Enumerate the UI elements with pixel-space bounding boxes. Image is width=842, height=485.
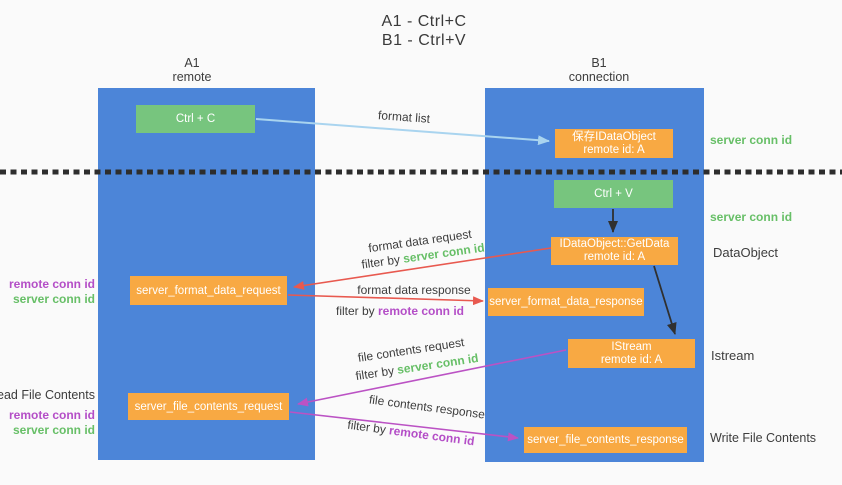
node-save-idataobject: 保存IDataObject remote id: A <box>555 129 673 158</box>
dataobject-label: DataObject <box>713 245 779 260</box>
server-conn-id-label-top: server conn id <box>710 133 793 147</box>
server-conn-id-label: server conn id <box>12 291 95 306</box>
save-idataobject-line2: remote id: A <box>583 143 645 156</box>
istream-line2: remote id: A <box>600 353 663 366</box>
remote-conn-id-label: remote conn id <box>8 277 95 291</box>
node-ctrl-v: Ctrl + V <box>554 180 673 208</box>
diagram-title: A1 - Ctrl+C B1 - Ctrl+V <box>314 12 534 50</box>
istream-label: Istream <box>711 348 755 363</box>
node-server-format-data-response: server_format_data_response <box>488 288 644 316</box>
getdata-line1: IDataObject::GetData <box>559 238 670 250</box>
a1-subtitle: remote <box>172 70 212 84</box>
remote-conn-id-text: remote conn id <box>388 423 476 449</box>
filter-by-text: filter by <box>346 417 391 438</box>
getdata-line2: remote id: A <box>583 251 646 263</box>
a1-name: A1 <box>184 56 200 70</box>
b1-name: B1 <box>591 56 607 70</box>
node-server-file-contents-response: server_file_contents_response <box>524 427 687 453</box>
server-conn-id-label-mid: server conn id <box>710 210 793 224</box>
filter-by-text: filter by <box>360 251 405 272</box>
node-ctrl-c: Ctrl + C <box>136 105 255 133</box>
column-header-a1: A1 remote <box>132 56 252 84</box>
node-server-format-data-request: server_format_data_request <box>130 276 287 305</box>
file-contents-response-label: file contents response <box>368 392 486 422</box>
remote-conn-id-label: remote conn id <box>8 408 95 422</box>
node-istream: IStream remote id: A <box>568 339 695 368</box>
write-file-contents-label: Write File Contents <box>710 431 817 445</box>
read-file-contents-label: Read File Contents <box>0 388 95 402</box>
server-conn-id-label: server conn id <box>12 422 95 437</box>
title-line-ctrl-c: A1 - Ctrl+C <box>381 13 467 30</box>
format-list-label: format list <box>377 108 431 126</box>
filter-by-text: filter by <box>354 363 399 384</box>
format-response-filter-label: filter by remote conn id <box>336 304 464 318</box>
format-request-conn-ids: remote conn id server conn id <box>9 277 95 306</box>
column-header-b1: B1 connection <box>539 56 659 84</box>
node-server-file-contents-request: server_file_contents_request <box>128 393 289 420</box>
format-data-response-label: format data response <box>357 283 471 297</box>
file-request-conn-ids: remote conn id server conn id <box>9 408 95 437</box>
save-idataobject-line1: 保存IDataObject <box>572 130 656 143</box>
b1-subtitle: connection <box>568 70 630 84</box>
title-line-ctrl-v: B1 - Ctrl+V <box>381 32 467 49</box>
remote-conn-id-text: remote conn id <box>378 304 465 318</box>
filter-by-text: filter by <box>335 304 378 318</box>
node-idataobject-getdata: IDataObject::GetData remote id: A <box>551 237 678 265</box>
istream-line1: IStream <box>611 340 652 353</box>
file-response-filter-label: filter by remote conn id <box>347 418 476 449</box>
